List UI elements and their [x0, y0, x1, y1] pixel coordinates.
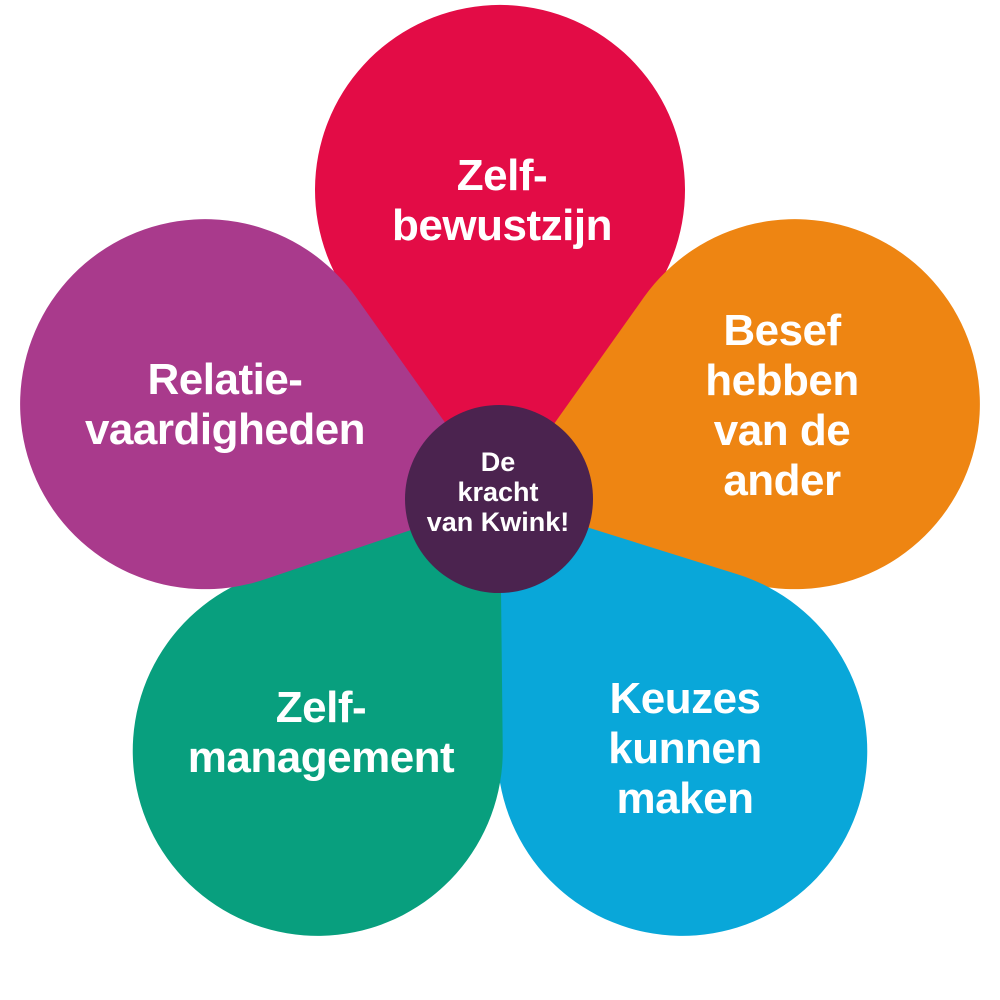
petal-label-line: Keuzes — [609, 674, 761, 723]
petal-keuzes-shape — [497, 500, 868, 936]
petal-relatievaardigheden-shape — [20, 219, 500, 590]
petal-label-line: vaardigheden — [84, 405, 366, 454]
center-label-line: De — [480, 447, 516, 477]
petal-label-line: kunnen — [608, 724, 762, 773]
petal-zelfbewustzijn-shape — [315, 4, 686, 501]
petal-label-line: management — [187, 733, 455, 782]
petal-label-line: ander — [723, 456, 841, 505]
petal-label-line: maken — [616, 774, 754, 823]
petal-label-line: Zelf- — [456, 151, 548, 200]
petal-besef-shape — [500, 219, 980, 590]
petal-label-line: hebben — [705, 356, 859, 405]
petal-label-line: bewustzijn — [392, 201, 612, 250]
center-label: De kracht van Kwink! — [427, 447, 570, 537]
petal-label-besef-hebben-van-de-ander: Besef hebben van de ander — [705, 306, 859, 506]
petal-label-zelfmanagement: Zelf- management — [187, 683, 455, 783]
petal-label-relatievaardigheden: Relatie- vaardigheden — [84, 355, 366, 455]
petal-zelfmanagement-shape — [132, 500, 503, 936]
petal-label-zelfbewustzijn: Zelf- bewustzijn — [392, 151, 612, 251]
center-label-line: kracht — [457, 477, 539, 507]
petal-label-line: van de — [713, 406, 851, 455]
petal-label-line: Relatie- — [147, 355, 303, 404]
petal-label-line: Zelf- — [275, 683, 367, 732]
petal-label-line: Besef — [723, 306, 841, 355]
center-label-line: van Kwink! — [426, 507, 570, 537]
center-circle — [405, 405, 593, 593]
petal-label-keuzes-kunnen-maken: Keuzes kunnen maken — [608, 674, 762, 824]
